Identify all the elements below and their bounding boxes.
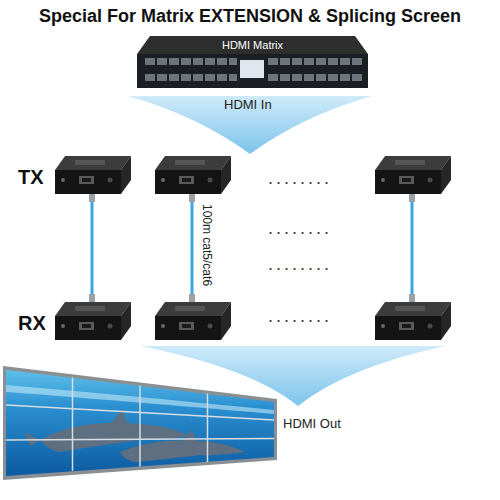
dolphin-fin [182, 430, 198, 443]
rj45-plug [409, 294, 415, 302]
tx-unit [375, 156, 451, 194]
rx-unit [55, 302, 131, 340]
dolphins [24, 410, 245, 462]
matrix-top [137, 36, 368, 54]
matrix-ports [145, 58, 362, 81]
cable-label: 100m cat5/cat6 [200, 204, 214, 286]
ellipsis: ........ [268, 306, 332, 327]
rj45-plug [189, 294, 195, 302]
rj45-plug [409, 194, 415, 202]
ellipsis: ........ [268, 218, 332, 239]
ellipsis: ........ [268, 254, 332, 275]
cable [411, 198, 414, 298]
cable [91, 198, 94, 298]
wall-screen [6, 370, 274, 476]
device-box: HDMI Matrix [150, 37, 355, 54]
rj45-plug [89, 194, 95, 202]
tx-unit [155, 156, 231, 194]
rx-unit [155, 302, 231, 340]
video-wall [3, 366, 277, 480]
wall-grid [6, 378, 274, 471]
row-label: RX [18, 312, 46, 335]
signal-label: HDMI Out [283, 416, 341, 431]
ellipsis: ........ [268, 168, 332, 189]
matrix-display [240, 60, 264, 78]
dolphin [120, 440, 245, 462]
title: Special For Matrix EXTENSION & Splicing … [0, 6, 500, 27]
matrix-device [137, 36, 368, 88]
cat-cables [89, 194, 415, 302]
rj45-plug [89, 294, 95, 302]
wall-frame [3, 366, 277, 480]
row-label: TX [18, 166, 44, 189]
signal-label: HDMI In [224, 97, 272, 112]
rx-unit [375, 302, 451, 340]
tx-unit [55, 156, 131, 194]
dolphin-tail [24, 432, 40, 446]
cable [191, 198, 194, 298]
rj45-plug [189, 194, 195, 202]
device-label: HDMI Matrix [150, 37, 355, 54]
matrix-front [137, 54, 368, 88]
input-arrow [128, 96, 372, 154]
